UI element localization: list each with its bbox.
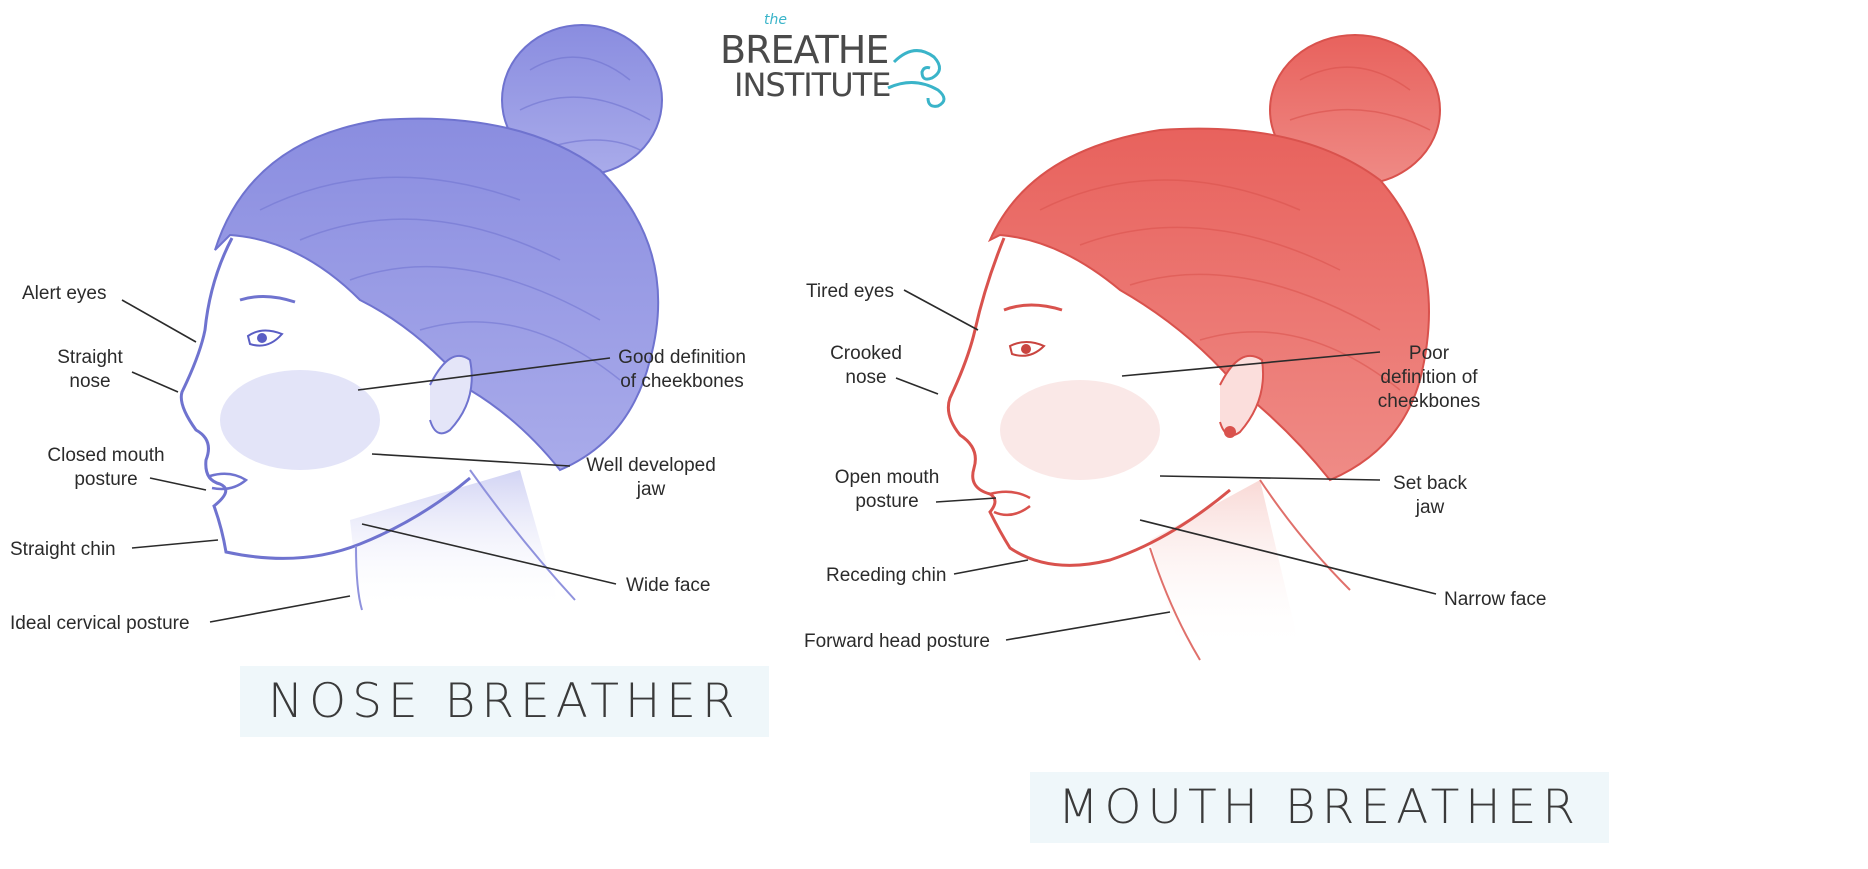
nose-breather-figure: [181, 25, 662, 610]
leader-forward-head: [1006, 612, 1170, 640]
leader-set-back-jaw: [1160, 476, 1380, 480]
label-crooked-nose: Crooked nose: [818, 342, 914, 390]
leader-straight-chin: [132, 540, 218, 548]
leader-alert-eyes: [122, 300, 196, 342]
label-forward-head: Forward head posture: [804, 630, 990, 654]
title-nose-breather: NOSE BREATHER: [240, 666, 769, 737]
label-well-developed-jaw: Well developed jaw: [576, 454, 726, 502]
breathe-institute-logo: the BREATHE INSTITUTE: [716, 14, 940, 110]
label-straight-nose: Straight nose: [40, 346, 140, 394]
label-closed-mouth: Closed mouth posture: [36, 444, 176, 492]
label-open-mouth: Open mouth posture: [822, 466, 952, 514]
logo-the: the: [764, 12, 787, 28]
leader-jaw: [372, 454, 570, 466]
label-straight-chin: Straight chin: [10, 538, 116, 562]
nose-ear: [430, 356, 472, 433]
label-cervical-posture: Ideal cervical posture: [10, 612, 190, 636]
leader-tired-eyes: [904, 290, 978, 330]
label-wide-face: Wide face: [626, 574, 710, 598]
title-mouth-breather: MOUTH BREATHER: [1030, 772, 1609, 843]
label-alert-eyes: Alert eyes: [22, 282, 106, 306]
leader-receding-chin: [954, 560, 1028, 574]
label-receding-chin: Receding chin: [826, 564, 946, 588]
label-good-cheekbones: Good definition of cheekbones: [612, 346, 752, 394]
label-narrow-face: Narrow face: [1444, 588, 1546, 612]
leader-cervical: [210, 596, 350, 622]
logo-swirl-icon: [884, 32, 964, 112]
logo-line-2: INSTITUTE: [734, 66, 890, 104]
label-tired-eyes: Tired eyes: [806, 280, 894, 304]
label-poor-cheekbones: Poor definition of cheekbones: [1364, 342, 1494, 413]
label-set-back-jaw: Set back jaw: [1380, 472, 1480, 520]
